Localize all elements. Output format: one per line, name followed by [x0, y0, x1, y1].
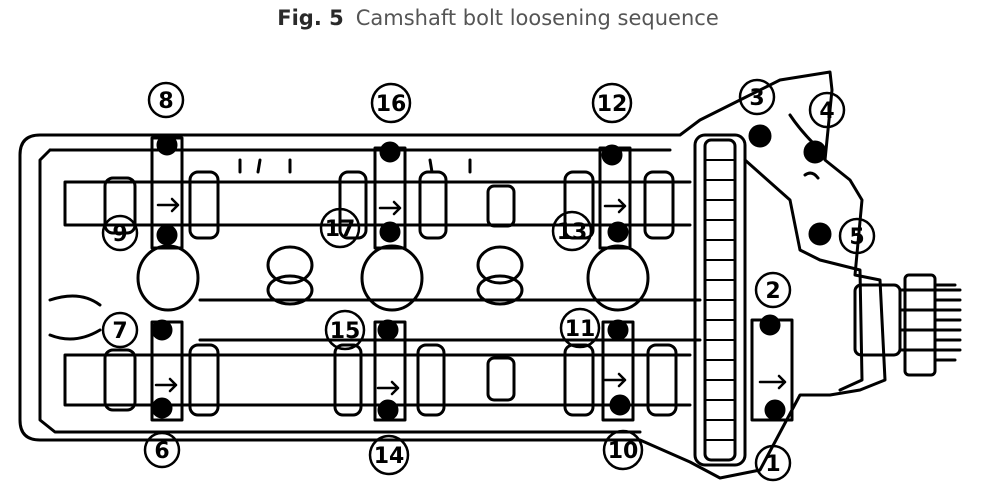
- svg-text:3: 3: [749, 86, 764, 111]
- svg-text:14: 14: [374, 444, 405, 469]
- svg-text:5: 5: [849, 225, 864, 250]
- callout-3: 3: [738, 78, 776, 116]
- svg-text:9: 9: [112, 222, 127, 247]
- svg-text:6: 6: [154, 439, 169, 464]
- callout-14: 14: [368, 434, 410, 476]
- figure-label: Fig. 5: [277, 6, 344, 30]
- svg-text:17: 17: [325, 217, 356, 242]
- svg-text:12: 12: [597, 92, 628, 117]
- callout-10: 10: [602, 429, 644, 471]
- end-housing: [743, 113, 962, 392]
- svg-text:2: 2: [765, 279, 780, 304]
- callout-17: 17: [319, 207, 361, 249]
- svg-text:1: 1: [765, 452, 780, 477]
- callouts: 1 2 3 4 5 6 7 8 9 10 11 12 13 14 15 16 1…: [101, 78, 876, 482]
- svg-text:4: 4: [819, 99, 834, 124]
- svg-text:16: 16: [376, 92, 407, 117]
- callout-1: 1: [754, 444, 792, 482]
- callout-5: 5: [838, 217, 876, 255]
- upper-camshaft: [63, 158, 692, 240]
- callout-13: 13: [551, 210, 593, 252]
- svg-text:11: 11: [565, 317, 596, 342]
- callout-15: 15: [324, 309, 366, 351]
- svg-text:13: 13: [557, 220, 588, 245]
- callout-9: 9: [101, 214, 139, 252]
- callout-12: 12: [591, 82, 633, 124]
- callout-7: 7: [101, 311, 139, 349]
- svg-text:8: 8: [158, 89, 173, 114]
- timing-gear: [693, 133, 747, 467]
- svg-text:7: 7: [112, 319, 127, 344]
- callout-16: 16: [370, 82, 412, 124]
- callout-2: 2: [754, 271, 792, 309]
- callout-6: 6: [143, 431, 181, 469]
- bolts: [151, 124, 832, 421]
- cap-arrows: [154, 197, 787, 396]
- svg-text:15: 15: [330, 319, 361, 344]
- lower-camshaft: [63, 343, 692, 417]
- callout-11: 11: [559, 307, 601, 349]
- callout-4: 4: [808, 91, 846, 129]
- callout-8: 8: [147, 81, 185, 119]
- figure-title: Camshaft bolt loosening sequence: [355, 6, 719, 30]
- figure-caption: Fig. 5 Camshaft bolt loosening sequence: [0, 6, 996, 30]
- svg-text:10: 10: [608, 439, 639, 464]
